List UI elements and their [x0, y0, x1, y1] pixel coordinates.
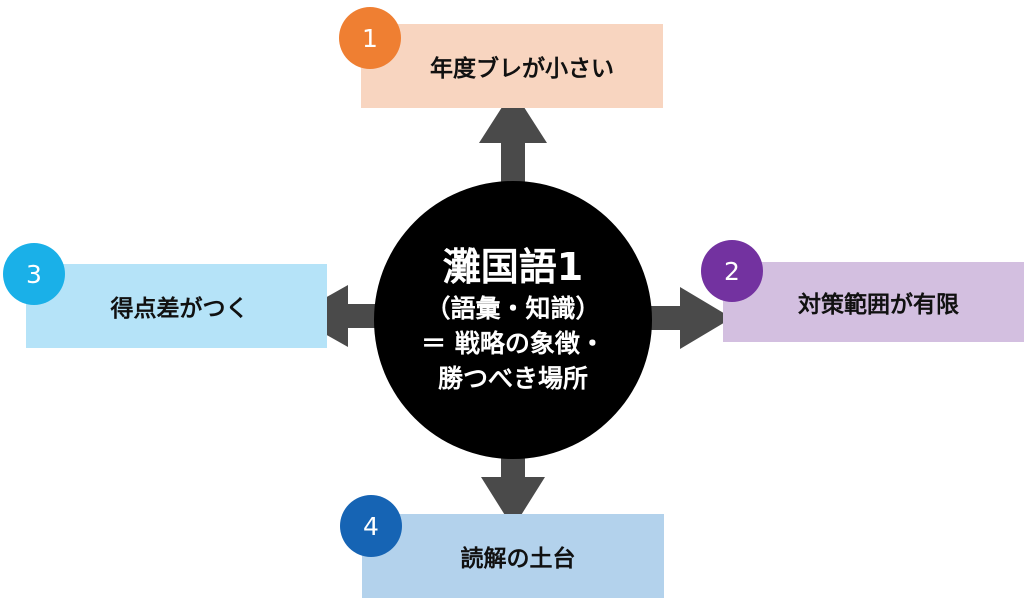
node-1-badge: 1	[339, 7, 401, 69]
center-line-2: ＝ 戦略の象徴・	[421, 329, 605, 359]
center-line-1: （語彙・知識）	[425, 294, 601, 324]
arrow-down	[481, 456, 545, 528]
node-2-badge: 2	[701, 240, 763, 302]
node-4-label: 読解の土台	[460, 546, 576, 572]
arrow-up	[479, 90, 547, 183]
node-3-badge: 3	[3, 243, 65, 305]
arrow-right	[648, 287, 732, 349]
center-title: 灘国語1	[442, 244, 584, 289]
node-4-badge: 4	[340, 495, 402, 557]
node-2-number: 2	[724, 256, 740, 286]
node-3-box: 得点差がつく	[26, 264, 327, 348]
node-1-label: 年度ブレが小さい	[430, 56, 614, 82]
node-3-number: 3	[26, 259, 42, 289]
center-circle: 灘国語1 （語彙・知識） ＝ 戦略の象徴・ 勝つべき場所	[374, 181, 652, 459]
center-line-3: 勝つべき場所	[437, 364, 588, 394]
arrow-left	[293, 285, 376, 347]
node-4-box: 読解の土台	[362, 514, 664, 598]
node-2-label: 対策範囲が有限	[798, 292, 959, 318]
node-1-number: 1	[362, 23, 378, 53]
node-3-label: 得点差がつく	[110, 296, 249, 322]
node-2-box: 対策範囲が有限	[723, 262, 1024, 342]
node-1-box: 年度ブレが小さい	[361, 24, 663, 108]
node-4-number: 4	[363, 511, 379, 541]
